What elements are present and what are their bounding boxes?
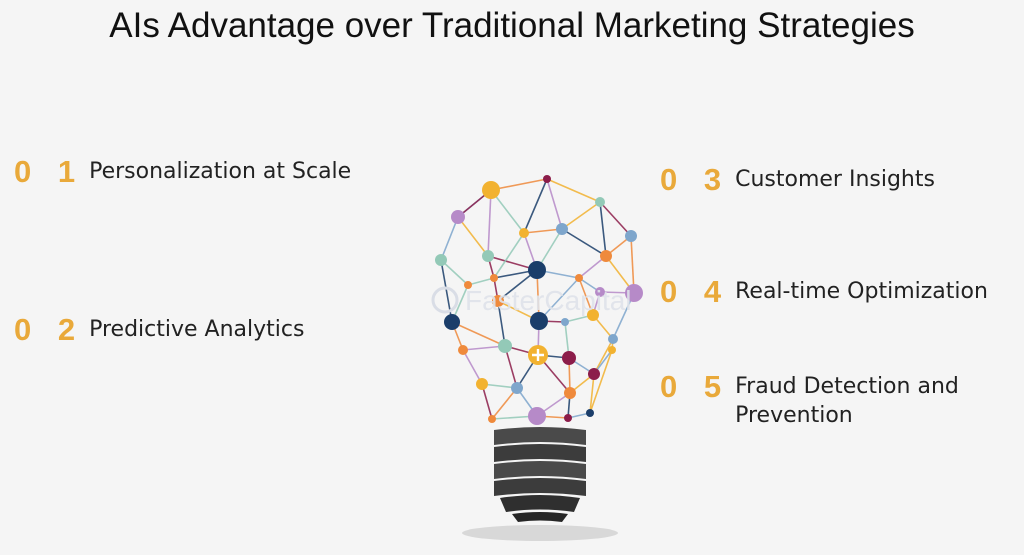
- list-item-1: 0 1 Personalization at Scale: [14, 156, 351, 188]
- network-edge: [599, 201, 607, 257]
- network-node: [564, 414, 572, 422]
- network-node: [511, 382, 523, 394]
- network-edge: [462, 345, 506, 351]
- network-edge: [497, 300, 506, 347]
- network-edge: [593, 338, 614, 375]
- network-node: [625, 230, 637, 242]
- network-edge: [589, 373, 595, 414]
- network-edge: [546, 178, 601, 203]
- network-node: [528, 261, 546, 279]
- network-edge: [440, 216, 459, 261]
- network-node: [586, 409, 594, 417]
- network-edge: [538, 277, 580, 322]
- item-number: 0 3: [660, 162, 731, 197]
- page-title: AIs Advantage over Traditional Marketing…: [109, 6, 915, 45]
- network-edge: [546, 178, 563, 230]
- plus-icon: [532, 349, 544, 361]
- network-node: [444, 314, 460, 330]
- network-edge: [487, 189, 492, 257]
- network-node: [490, 274, 498, 282]
- network-edge: [523, 178, 548, 234]
- network-node: [492, 295, 504, 307]
- network-edge: [599, 201, 632, 237]
- network-edge: [589, 349, 613, 414]
- network-edge: [451, 321, 506, 347]
- item-label: Predictive Analytics: [89, 317, 305, 342]
- network-node: [600, 250, 612, 262]
- network-edge: [493, 232, 525, 279]
- network-node: [530, 312, 548, 330]
- network-edge: [481, 383, 493, 420]
- network-node: [595, 287, 605, 297]
- list-item-5: 0 5 Fraud Detection and Prevention: [660, 371, 1015, 430]
- network-node: [482, 181, 500, 199]
- item-label: Real-time Optimization: [735, 279, 988, 304]
- item-label: Personalization at Scale: [89, 159, 352, 184]
- network-node: [476, 378, 488, 390]
- network-node: [575, 274, 583, 282]
- network-node: [498, 339, 512, 353]
- network-node: [587, 309, 599, 321]
- network-edge: [457, 216, 489, 257]
- watermark-logo-icon: [431, 286, 459, 314]
- watermark-text: FasterCapital: [465, 285, 632, 316]
- item-label: Customer Insights: [735, 167, 935, 192]
- network-edge: [467, 277, 495, 286]
- network-node: [488, 415, 496, 423]
- network-edge: [561, 201, 601, 230]
- network-edge: [561, 228, 607, 257]
- network-edge: [490, 189, 525, 234]
- network-edge: [523, 228, 563, 234]
- network-edge: [578, 277, 594, 316]
- bulb-socket-icon: [494, 427, 586, 522]
- item-number: 0 1: [14, 154, 85, 189]
- watermark: FasterCapital: [431, 285, 632, 316]
- lightbulb-network-illustration: [435, 175, 643, 541]
- network-edge: [490, 178, 548, 191]
- list-item-3: 0 3 Customer Insights: [660, 164, 935, 196]
- network-node: [482, 250, 494, 262]
- network-node: [519, 228, 529, 238]
- network-edge: [630, 235, 635, 294]
- network-node: [556, 223, 568, 235]
- network-node: [435, 254, 447, 266]
- item-number: 0 2: [14, 312, 85, 347]
- network-node: [625, 284, 643, 302]
- item-number: 0 5: [660, 369, 731, 404]
- network-node: [588, 368, 600, 380]
- network-node: [608, 334, 618, 344]
- list-item-4: 0 4 Real-time Optimization: [660, 276, 988, 308]
- network-edge: [504, 345, 518, 389]
- item-label: Fraud Detection and Prevention: [735, 374, 959, 428]
- network-node: [595, 197, 605, 207]
- network-node: [561, 318, 569, 326]
- network-edge: [491, 387, 518, 420]
- network-node: [562, 351, 576, 365]
- network-edge: [440, 259, 469, 286]
- list-item-2: 0 2 Predictive Analytics: [14, 314, 304, 346]
- network-nodes: [435, 175, 643, 425]
- network-node: [458, 345, 468, 355]
- network-edge: [462, 349, 483, 385]
- network-node: [564, 387, 576, 399]
- item-number: 0 4: [660, 274, 731, 309]
- network-node: [528, 407, 546, 425]
- network-node: [464, 281, 472, 289]
- network-node: [451, 210, 465, 224]
- network-node: [543, 175, 551, 183]
- network-node: [608, 346, 616, 354]
- bulb-shadow: [462, 525, 618, 541]
